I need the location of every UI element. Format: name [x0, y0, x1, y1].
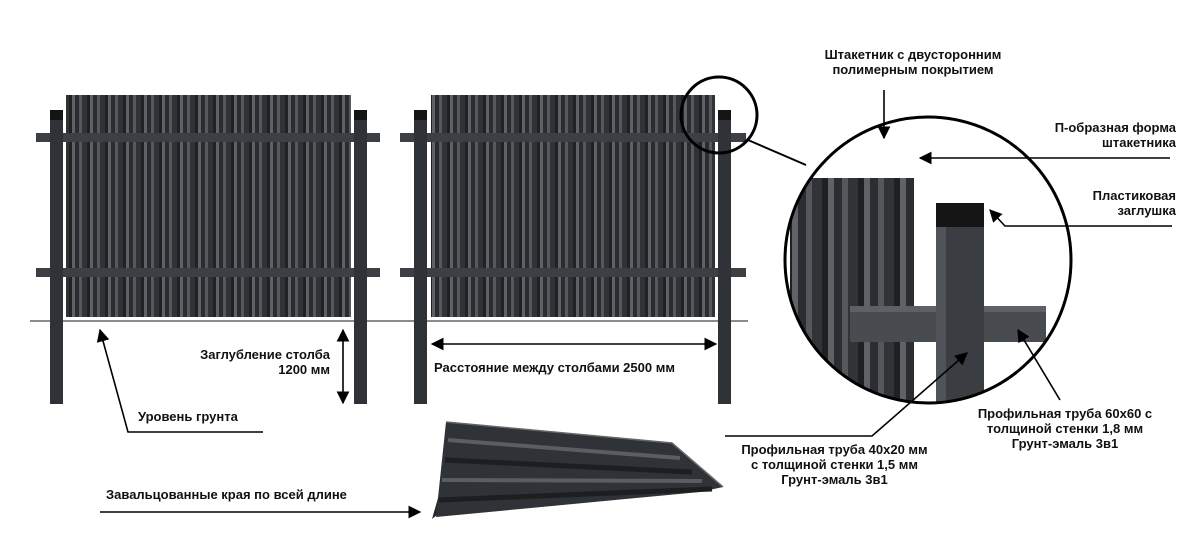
label-line: толщиной стенки 1,8 мм [986, 421, 1144, 436]
post-cap [718, 110, 731, 120]
fence-section-right [400, 95, 746, 404]
label-line: 1200 мм [278, 362, 330, 377]
label-ground-level: Уровень грунта [138, 409, 238, 424]
rail-top [36, 133, 380, 142]
label-line: с толщиной стенки 1,5 мм [751, 457, 918, 472]
label-plastic-cap: Пластиковая заглушка [1036, 188, 1176, 218]
label-u-shape: П-образная форма штакетника [1010, 120, 1176, 150]
label-line: Профильная труба 60х60 с [977, 406, 1153, 421]
label-post-spacing: Расстояние между столбами 2500 мм [434, 360, 675, 375]
rail-top [400, 133, 746, 142]
label-line: штакетника [1102, 135, 1176, 150]
post-left [50, 110, 63, 404]
label-picket-coating: Штакетник с двусторонним полимерным покр… [803, 47, 1023, 77]
post-right [718, 110, 731, 404]
label-post-depth: Заглубление столба 1200 мм [150, 347, 330, 377]
leader-lines [96, 90, 1172, 519]
label-line: Пластиковая [1092, 188, 1176, 203]
post-left [414, 110, 427, 404]
label-line: заглушка [1117, 203, 1177, 218]
post-cap [354, 110, 367, 120]
fence-section-left [36, 95, 380, 404]
label-pipe-60x60: Профильная труба 60х60 с толщиной стенки… [955, 406, 1175, 451]
rail-bottom [36, 268, 380, 277]
detail-highlight-circle [679, 75, 759, 155]
label-line: П-образная форма [1054, 120, 1176, 135]
label-pipe-40x20: Профильная труба 40х20 мм с толщиной сте… [722, 442, 947, 487]
label-rolled-edges: Завальцованные края по всей длине [106, 487, 347, 502]
label-line: Заглубление столба [200, 347, 330, 362]
rail-bottom [400, 268, 746, 277]
label-line: Профильная труба 40х20 мм [741, 442, 928, 457]
picket-panel [66, 95, 351, 317]
label-line: полимерным покрытием [832, 62, 994, 77]
picket-profile-sheet [432, 421, 724, 519]
post-cap [50, 110, 63, 120]
label-line: Грунт-эмаль 3в1 [1011, 436, 1119, 451]
post-right [354, 110, 367, 404]
plastic-cap-zoom [936, 203, 984, 227]
picket-panel [431, 95, 715, 317]
label-line: Штакетник с двусторонним [824, 47, 1002, 62]
post-cap [414, 110, 427, 120]
label-line: Грунт-эмаль 3в1 [781, 472, 888, 487]
zoom-detail [783, 115, 1073, 405]
zoom-connector [747, 139, 807, 166]
